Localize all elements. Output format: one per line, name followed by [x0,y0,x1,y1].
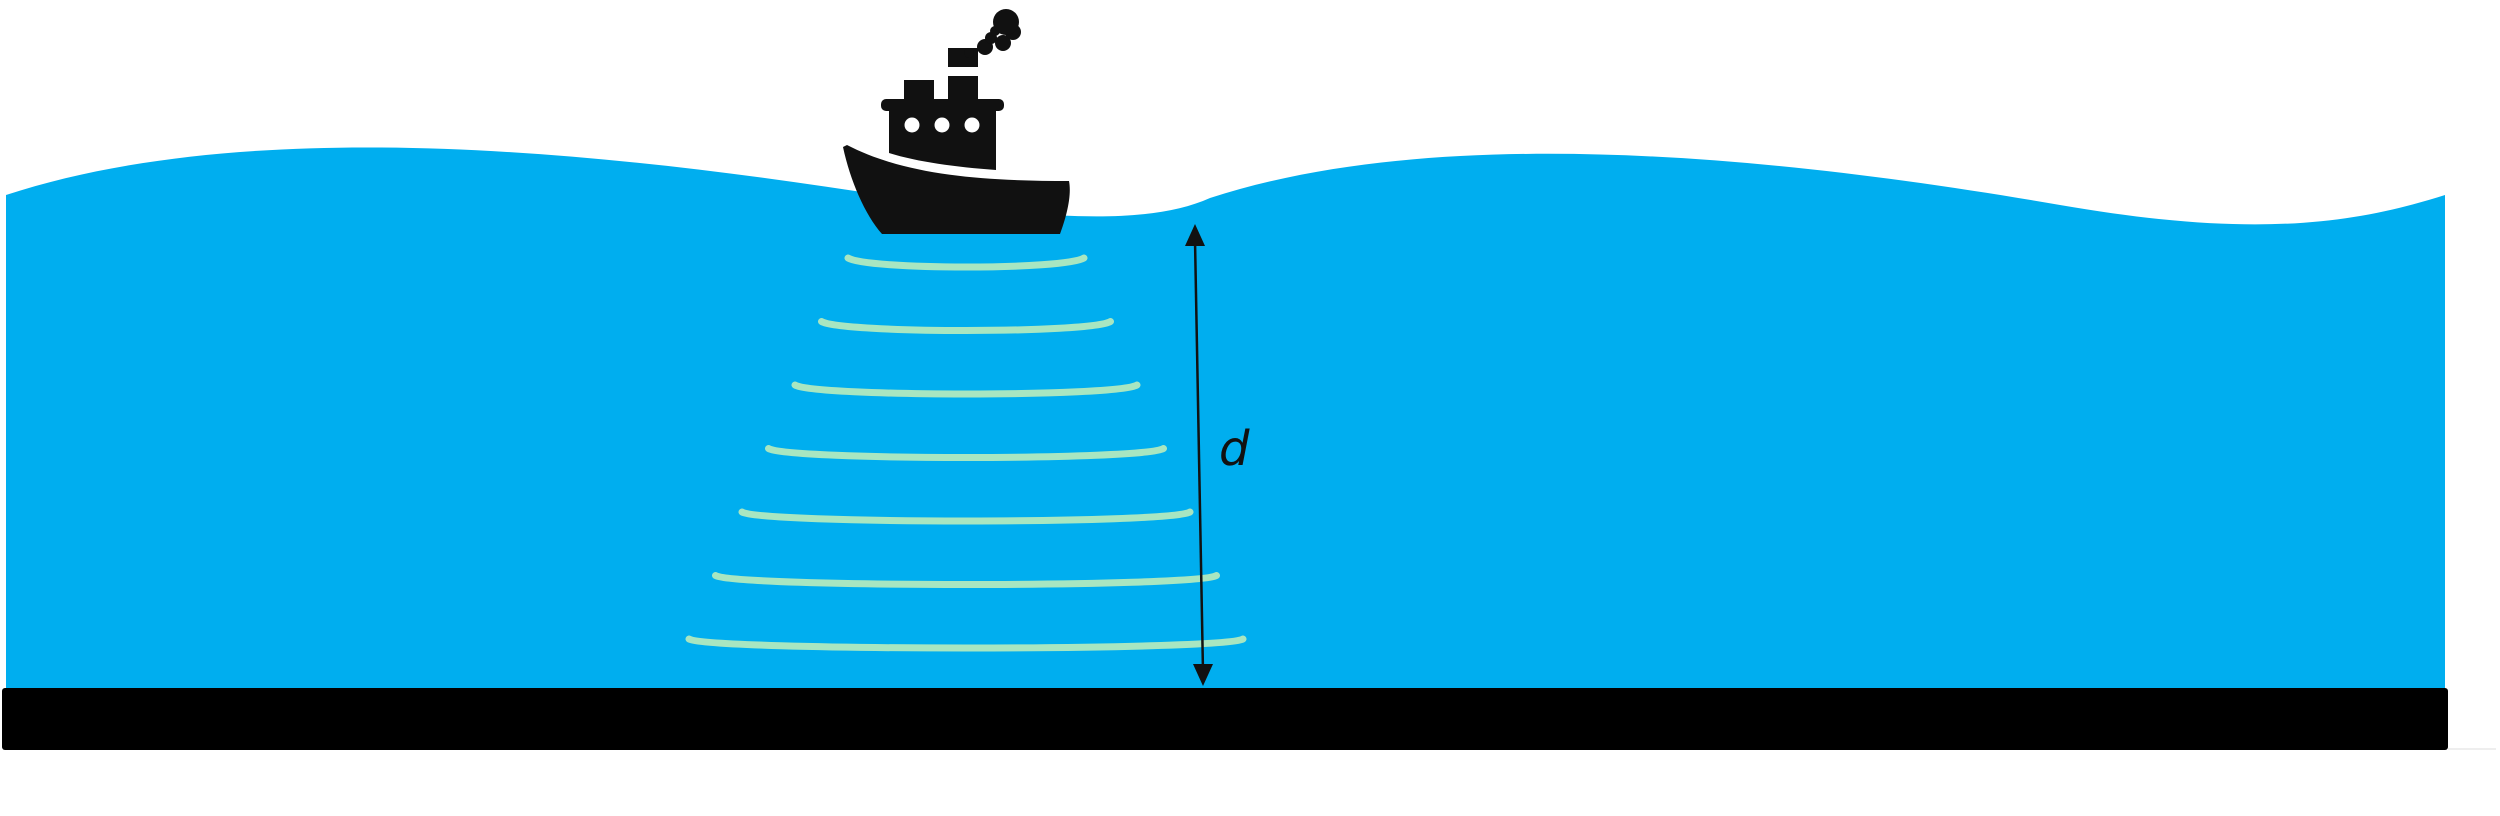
sonar-pulse [844,254,1088,271]
ship-chimney [904,80,934,102]
ship-deck [881,99,1004,111]
sonar-pulse [791,381,1141,398]
sonar-pulse [712,572,1220,588]
sonar-pulse [765,445,1167,461]
sonar-waves [685,254,1247,652]
depth-arrow-shaft [1193,239,1205,673]
ship-hull [843,145,1070,234]
ship-chimney [948,76,978,102]
porthole [934,117,950,133]
ship-icon [843,76,1070,234]
depth-arrow [1185,224,1213,686]
depth-label: d [1219,421,1250,477]
sonar-pulse [738,508,1194,525]
depth-arrow-head-bottom [1193,664,1213,686]
porthole [904,117,920,133]
smoke-icon [948,9,1021,67]
seabed [2,688,2448,750]
depth-arrow-head-top [1185,224,1205,246]
porthole [964,117,980,133]
water-body [6,147,2445,690]
sonar-pulse [685,635,1247,652]
sonar-pulse [818,318,1114,334]
